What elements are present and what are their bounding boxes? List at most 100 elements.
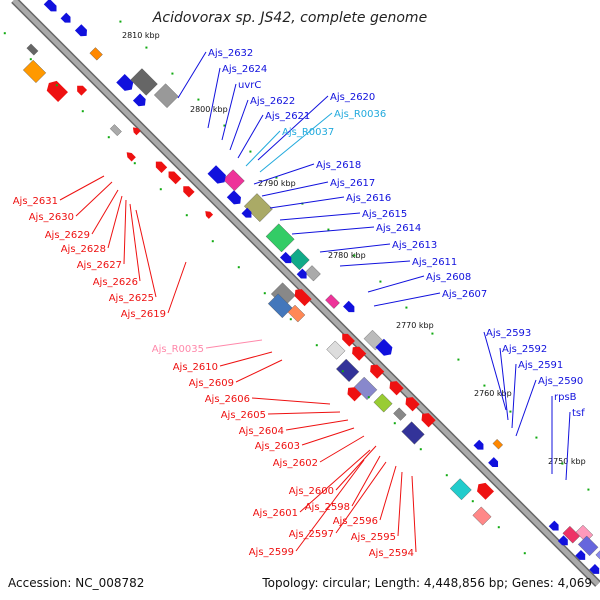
tick-label: 2810 kbp	[122, 31, 160, 40]
leader-line	[237, 114, 264, 159]
feature-layer	[22, 0, 600, 574]
gene-label: Ajs_2615	[362, 209, 407, 220]
track-dot	[457, 358, 460, 361]
gene-label: Ajs_2621	[265, 111, 310, 122]
reverse-gene	[294, 289, 312, 307]
track-dot	[145, 46, 148, 49]
leader-line	[379, 465, 397, 521]
track-dot	[197, 98, 200, 101]
track-dot	[289, 318, 292, 321]
gene-feature	[449, 478, 472, 501]
gene-label: Ajs_2604	[239, 426, 284, 437]
forward-gene	[296, 268, 307, 279]
reverse-gene	[405, 397, 420, 412]
gene-label: rpsB	[554, 392, 577, 403]
gene-label: Ajs_2628	[61, 244, 106, 255]
tick-label: 2770 kbp	[396, 321, 434, 330]
gene-feature	[130, 68, 158, 96]
forward-gene	[74, 24, 87, 37]
track-dot	[263, 292, 266, 295]
gene-feature	[287, 304, 306, 323]
track-dot	[315, 344, 318, 347]
track-dot	[353, 254, 356, 257]
leader-line	[411, 475, 417, 553]
track-dot	[107, 136, 110, 139]
forward-gene	[43, 0, 57, 12]
gene-label: Ajs_2597	[289, 529, 334, 540]
track-dot	[55, 84, 58, 87]
leader-line	[219, 351, 273, 367]
gene-feature	[89, 47, 103, 61]
forward-gene	[473, 439, 484, 450]
gene-feature	[287, 248, 310, 271]
tick-label: 2790 kbp	[258, 179, 296, 188]
genome-summary-text: Topology: circular; Length: 4,448,856 bp…	[261, 576, 592, 590]
track-dot	[237, 266, 240, 269]
tick-label: 2800 kbp	[190, 105, 228, 114]
gene-label: Ajs_2606	[205, 394, 250, 405]
leader-line	[253, 163, 315, 185]
gene-label: Ajs_2616	[346, 193, 391, 204]
gene-label: Ajs_2598	[305, 502, 350, 513]
gene-label: Ajs_2618	[316, 160, 361, 171]
reverse-gene	[477, 482, 494, 500]
gene-feature	[562, 525, 581, 544]
reverse-gene	[132, 127, 141, 136]
gene-feature	[354, 376, 378, 400]
track-dot	[81, 110, 84, 113]
forward-gene	[207, 165, 226, 184]
forward-gene	[343, 300, 355, 313]
reverse-gene	[421, 413, 436, 428]
gene-feature	[472, 506, 492, 526]
gene-feature	[26, 43, 39, 56]
gene-label: Ajs_2630	[29, 212, 74, 223]
forward-gene	[575, 549, 586, 560]
gene-label: Ajs_2591	[518, 360, 563, 371]
reverse-gene	[77, 85, 88, 96]
gene-label: Ajs_2595	[351, 532, 396, 543]
leader-line	[129, 203, 141, 282]
leader-line	[339, 260, 411, 267]
gene-feature	[577, 535, 599, 557]
leader-line	[135, 209, 157, 298]
reverse-gene	[183, 186, 195, 198]
track-dot	[535, 436, 538, 439]
leader-line	[123, 199, 127, 265]
forward-gene	[116, 73, 134, 91]
gene-label: Ajs_2602	[273, 458, 318, 469]
leader-line	[335, 445, 377, 491]
leader-line	[205, 339, 263, 349]
forward-gene	[557, 535, 568, 546]
leader-line	[279, 212, 361, 221]
gene-label: Ajs_2599	[249, 547, 294, 558]
leader-line	[295, 459, 365, 552]
reverse-gene	[205, 211, 214, 219]
gene-label: Ajs_2613	[392, 240, 437, 251]
forward-gene	[60, 12, 71, 23]
track-dot	[3, 32, 6, 35]
gene-label: Ajs_2600	[289, 486, 334, 497]
gene-label: Ajs_2614	[376, 223, 421, 234]
gene-feature	[153, 83, 179, 109]
gene-label: Ajs_2592	[502, 344, 547, 355]
track-dot	[393, 422, 396, 425]
gene-feature	[222, 169, 245, 192]
leader-line	[59, 175, 105, 201]
gene-label: Ajs_2622	[250, 96, 295, 107]
leader-line	[229, 99, 249, 151]
map-title: Acidovorax sp. JS42, complete genome	[152, 10, 427, 26]
gene-label: Ajs_2601	[253, 508, 298, 519]
gene-label: Ajs_2608	[426, 272, 471, 283]
gene-label: Ajs_2609	[189, 378, 234, 389]
gene-feature	[243, 193, 273, 223]
gene-label: Ajs_2607	[442, 289, 487, 300]
leader-line	[483, 331, 507, 411]
gene-feature	[373, 393, 393, 413]
leader-line	[351, 455, 381, 507]
leader-line	[257, 95, 329, 161]
reverse-gene	[347, 387, 362, 402]
gene-label: Ajs_2620	[330, 92, 375, 103]
leader-line	[299, 449, 371, 513]
leader-line	[235, 359, 283, 383]
